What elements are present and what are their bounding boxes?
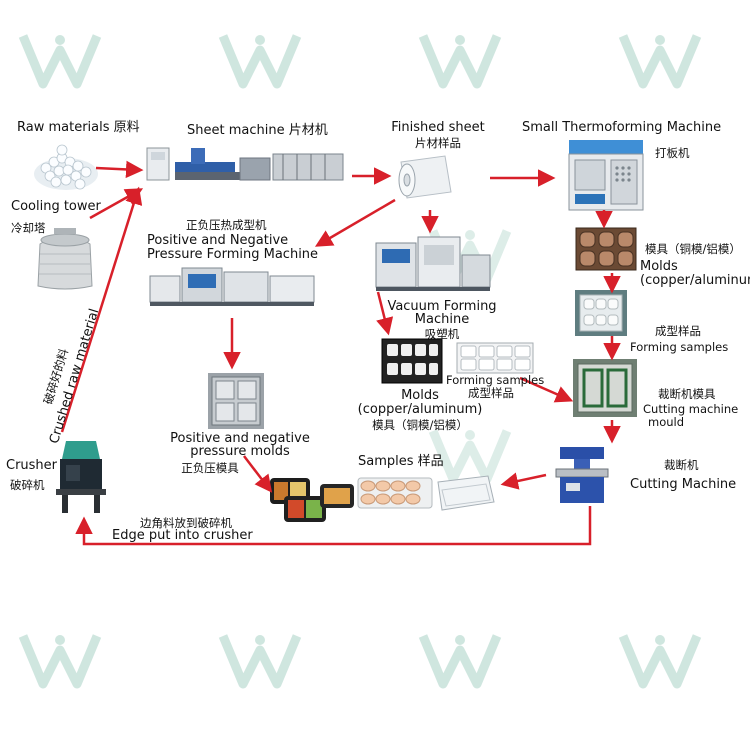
mold-photo [208,373,264,429]
w-logo-watermark [418,34,502,89]
edge-zh: 边角料放到破碎机 [140,516,232,530]
sheet-roll-photo [398,155,452,199]
molds-mid-label-2: (copper/aluminum) [357,402,483,417]
arrow-edge-to-crusher [75,506,592,546]
forming-line-photo [149,267,315,306]
arrow-raw-to-sheet [95,160,144,179]
arrow-cutter-to-samples [500,472,547,490]
w-logo-watermark [618,634,702,689]
forming-samples-mid-label: Forming samples [446,373,545,387]
w-logo-watermark [18,34,102,89]
tray-sample-photo [456,342,534,374]
press-cutter-photo [555,447,609,503]
cutting-die-photo [573,359,637,417]
molds-right-label-1: Molds [640,259,678,274]
raw-materials-label: Raw materials 原料 [17,120,140,135]
molds-right-label-2: (copper/aluminum) [640,273,750,288]
crusher-zh: 破碎机 [10,478,45,492]
w-logo-watermark [418,634,502,689]
cutting-mold-label-2: mould [648,415,685,429]
forming-samples-right-label: Forming samples [630,340,729,354]
cutting-mold-label-1: Cutting machine [643,402,739,416]
samples-label: Samples 样品 [358,454,444,469]
pn-machine-label-2: Pressure Forming Machine [147,247,319,262]
pn-machine-zh: 正负压热成型机 [186,218,267,232]
pn-machine-label-1: Positive and Negative [147,233,289,248]
food-container-photo [270,478,354,522]
thermoforming-machine-photo [568,140,644,211]
arrow-crusher-to-sheet [60,186,143,433]
arrow-vacuum-to-molds [376,291,394,336]
copper-mold-photo [575,227,637,271]
molds-mid-zh: 模具（铜模/铝模） [372,418,468,432]
w-logo-watermark [618,34,702,89]
extrusion-line-photo [146,147,344,181]
arrow-finished-to-pn [314,198,396,247]
forming-samples-right-zh: 成型样品 [655,324,701,338]
cutting-machine-label: Cutting Machine [630,477,737,492]
w-logo-watermark [428,429,512,484]
w-logo-watermark [18,634,102,689]
cooling-tower-label: Cooling tower [11,199,101,214]
small-thermoforming-label: Small Thermoforming Machine [522,120,722,135]
finished-sheet-zh: 片材样品 [415,136,461,150]
pn-molds-label-1: Positive and negative [170,431,310,446]
molds-mid-label-1: Molds [401,388,439,403]
clear-box-photo [437,475,495,511]
tray-sample-photo [575,290,627,336]
sheet-machine-label: Sheet machine 片材机 [187,123,328,138]
w-logo-watermark [218,634,302,689]
crusher-photo [56,441,106,513]
cooling-tower-photo [37,228,93,290]
pn-molds-label-2: pressure molds [190,444,290,459]
pn-molds-zh: 正负压模具 [181,461,239,475]
forming-samples-mid-zh: 成型样品 [468,386,514,400]
crusher-label: Crusher [6,458,58,473]
molds-right-zh: 模具（铜模/铝模） [645,242,741,256]
cutting-machine-zh: 裁断机 [664,458,699,472]
vacuum-machine-label-2: Machine [414,312,470,327]
vacuum-machine-photo [375,236,491,291]
finished-sheet-label: Finished sheet [391,120,485,135]
arrow-samples-to-cutmold [519,376,574,403]
cooling-tower-zh: 冷却塔 [11,221,46,235]
w-logo-watermark [218,34,302,89]
mold-plate-photo [381,338,443,384]
cutting-mold-zh: 裁断机模具 [658,387,716,401]
vacuum-machine-label-1: Vacuum Forming [387,299,497,314]
vacuum-machine-zh: 吸塑机 [424,327,460,341]
small-thermoforming-zh: 打板机 [655,146,690,160]
arrow-molds-to-samples [243,455,273,493]
pellets-photo [34,144,98,190]
egg-tray-photo [357,477,433,509]
edge-label: Edge put into crusher [112,528,253,543]
